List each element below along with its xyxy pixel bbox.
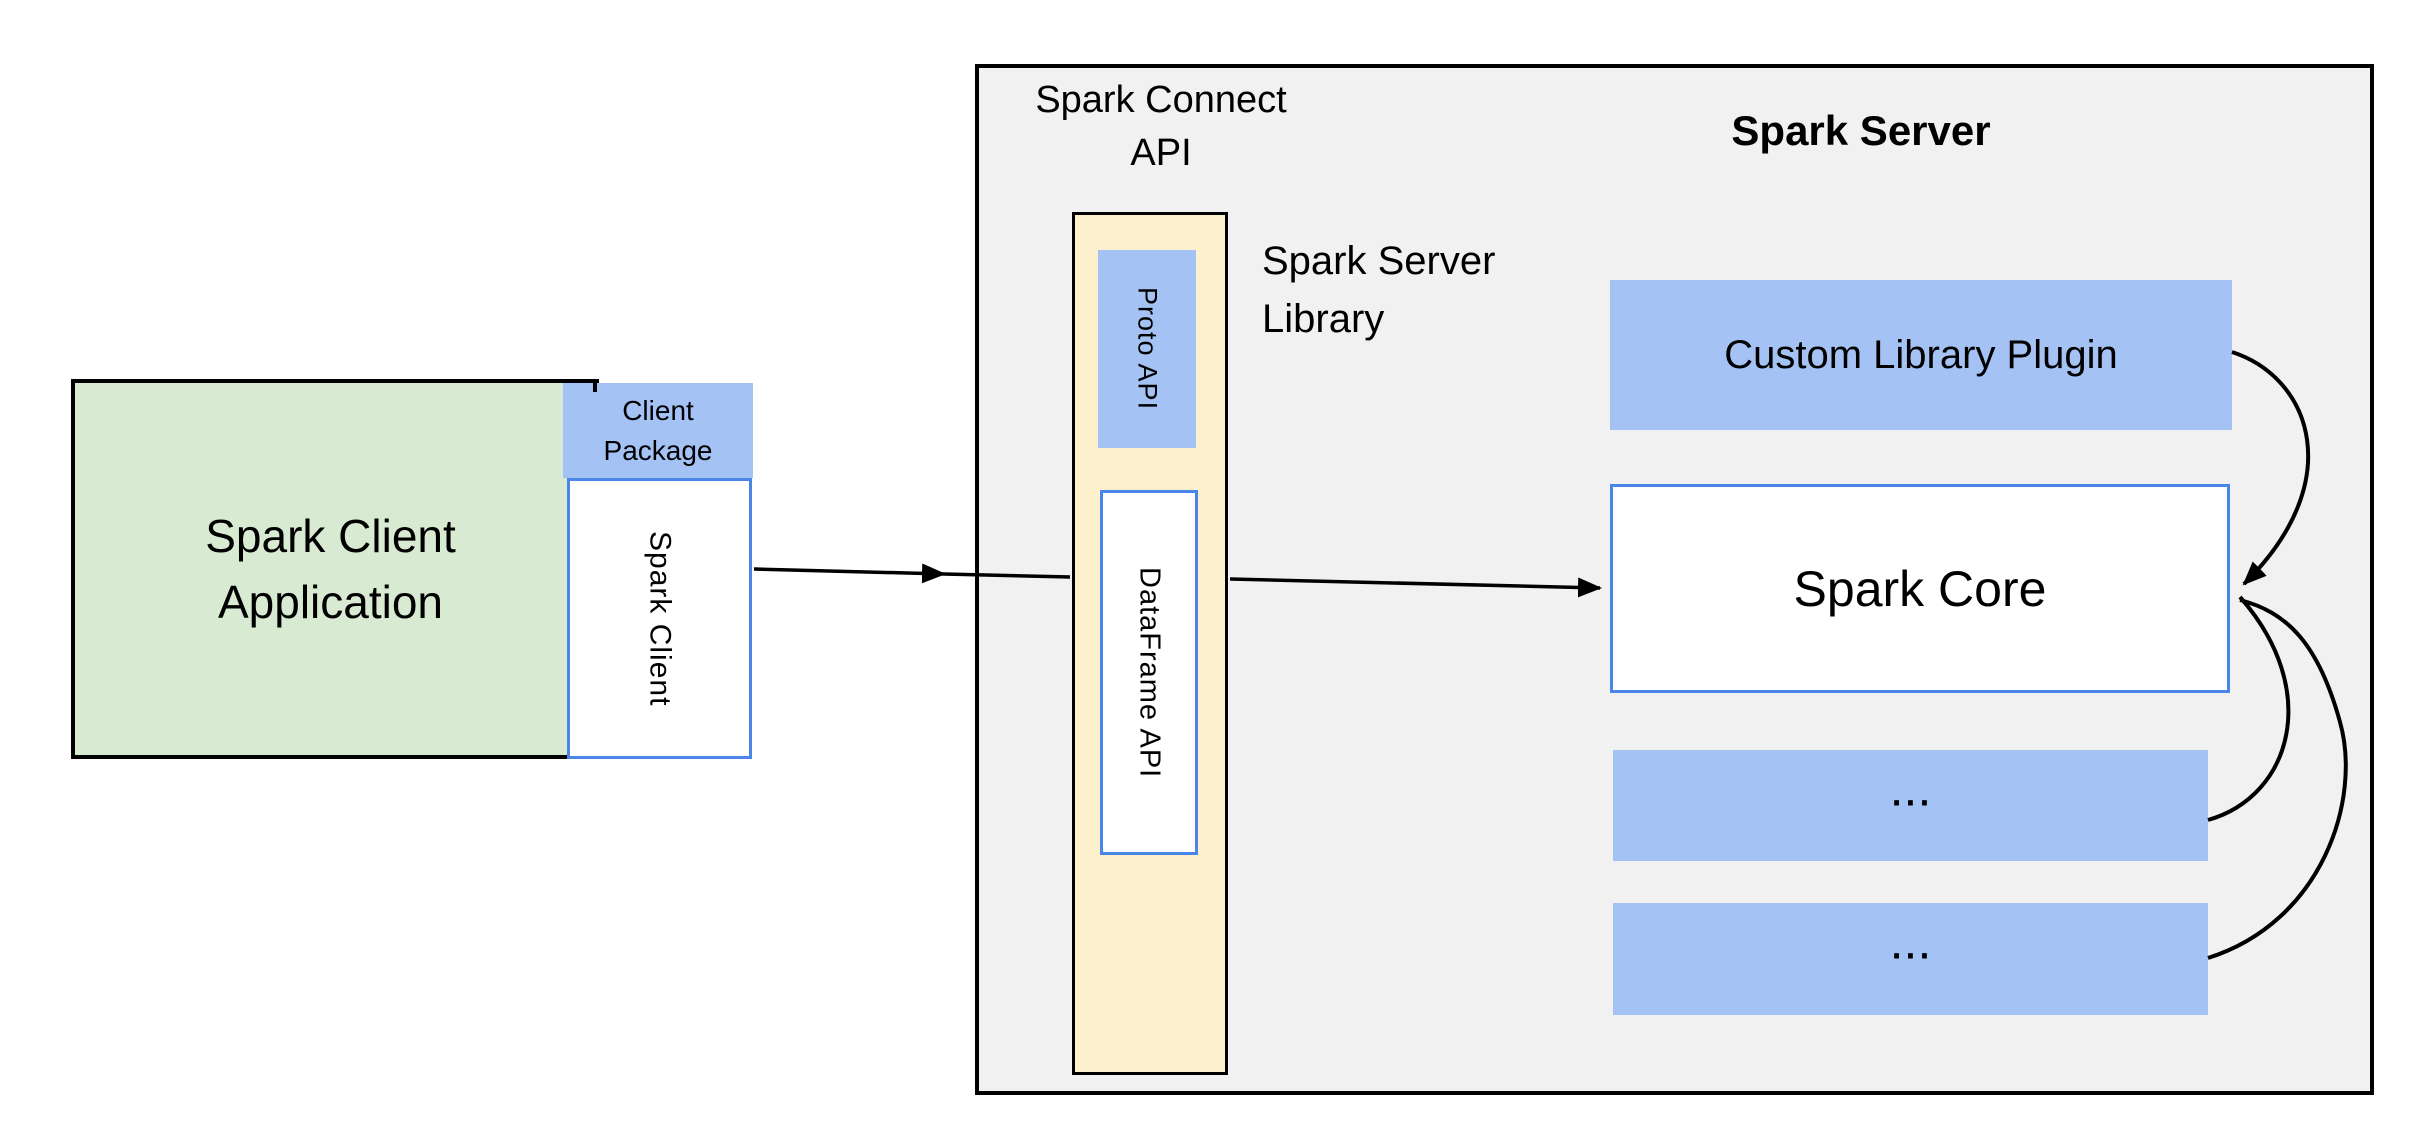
proto-api-box: Proto API [1098, 250, 1196, 448]
plugin-slot-2-label: ... [1889, 913, 1932, 970]
spark-client-box: Spark Client [567, 478, 752, 759]
arrow-client-to-connect [753, 563, 946, 584]
plugin-slot-box-1: ... [1613, 750, 2208, 861]
custom-library-plugin-box: Custom Library Plugin [1610, 280, 2232, 430]
dataframe-api-label: DataFrame API [1133, 566, 1166, 779]
client-package-box: Client Package [563, 383, 753, 478]
spark-connect-api-label: Spark Connect API [1035, 79, 1287, 174]
spark-core-box: Spark Core [1610, 484, 2230, 693]
plugin-slot-box-2: ... [1613, 903, 2208, 1015]
spark-server-title: Spark Server [1731, 107, 1991, 154]
spark-server-library-label: Spark Server Library [1262, 239, 1496, 341]
spark-client-application-box: Spark Client Application [71, 379, 590, 759]
dataframe-api-box: DataFrame API [1100, 490, 1198, 855]
plugin-slot-1-label: ... [1889, 760, 1932, 817]
spark-client-label: Spark Client [643, 530, 677, 707]
proto-api-label: Proto API [1132, 287, 1163, 411]
